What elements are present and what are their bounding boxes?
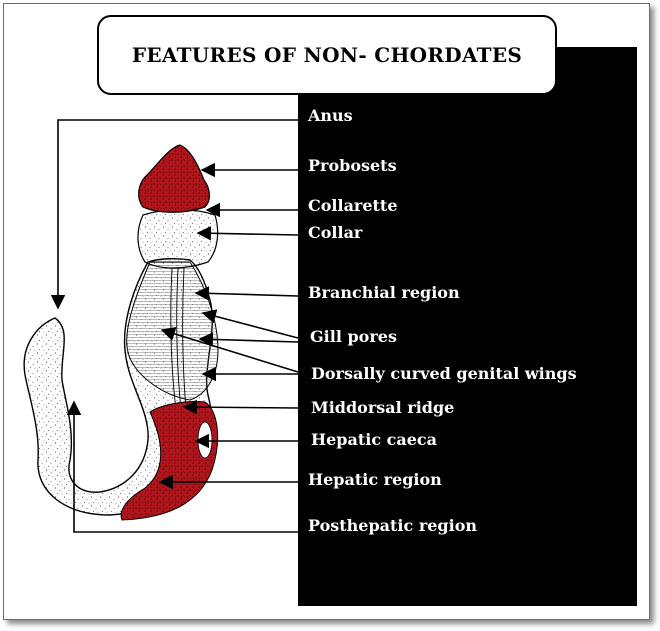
label-anus: Anus xyxy=(308,106,353,125)
label-collarette: Collarette xyxy=(308,196,398,215)
label-collar: Collar xyxy=(308,223,363,242)
hepatic-region-shape xyxy=(120,401,219,521)
label-probosets: Probosets xyxy=(308,156,397,175)
label-gill-pores: Gill pores xyxy=(310,327,397,346)
label-panel xyxy=(298,47,637,606)
label-middorsal-ridge: Middorsal ridge xyxy=(311,398,455,417)
collar-shape xyxy=(137,209,219,269)
pointer-lines xyxy=(50,119,299,533)
diagram-title: FEATURES OF NON- CHORDATES xyxy=(97,15,557,95)
label-branchial-region: Branchial region xyxy=(308,283,460,302)
hepatic-caeca-shape xyxy=(197,421,213,459)
label-hepatic-region: Hepatic region xyxy=(308,470,442,489)
label-posthepatic-region: Posthepatic region xyxy=(308,516,477,535)
proboscis-shape xyxy=(138,144,210,213)
label-hepatic-caeca: Hepatic caeca xyxy=(311,430,438,449)
label-genital-wings: Dorsally curved genital wings xyxy=(311,364,577,383)
